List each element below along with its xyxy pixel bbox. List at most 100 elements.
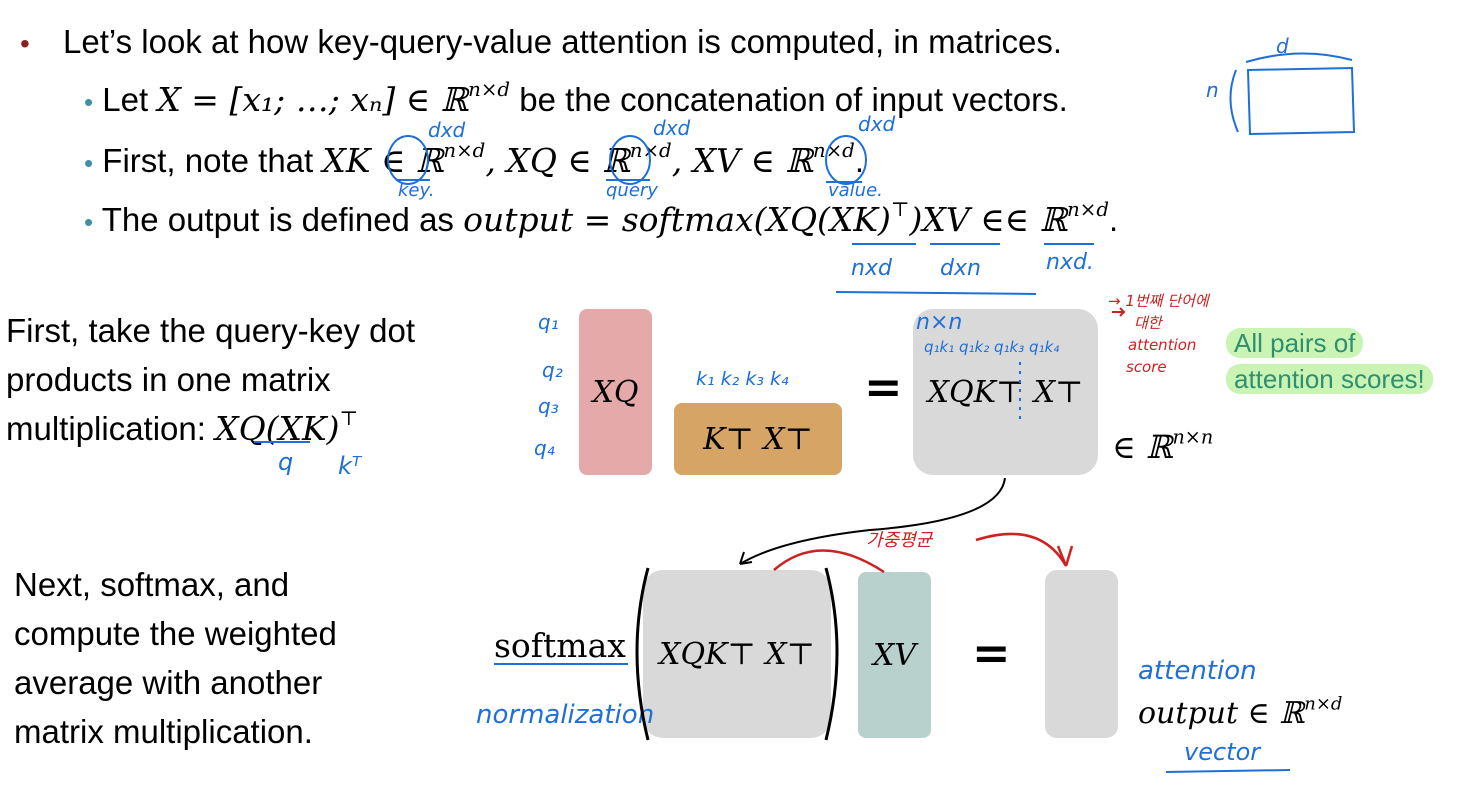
annotation-query: query	[606, 180, 658, 201]
sub-bullet-marker: •	[84, 87, 94, 117]
annotation-key: key.	[398, 180, 435, 201]
first-step-line-1: First, take the query-key dot	[6, 312, 416, 349]
attention-scores-callout: All pairs of attention scores!	[1226, 325, 1433, 397]
softmax-scores-matrix-label: XQK⊤ X⊤	[659, 636, 815, 672]
bullet-2-sup: n×d	[468, 78, 511, 102]
annotation-dxd-2: dxd	[653, 116, 691, 140]
bullet-4-end: .	[1108, 201, 1119, 238]
annotation-kt-under: kᵀ	[338, 452, 362, 480]
annotation-weighted-average: 가중평균	[866, 530, 933, 551]
bullet-marker: •	[20, 28, 30, 59]
annotation-d-top: d	[1276, 34, 1289, 58]
annotation-dxd-3: dxd	[858, 112, 896, 136]
annotation-vector: vector	[1184, 738, 1261, 766]
korean-note-line-4: score	[1126, 358, 1167, 376]
scores-dimension-text: ∈ ℝ	[1112, 428, 1173, 466]
xq-matrix-label: XQ	[592, 374, 639, 410]
red-arc-right	[975, 532, 1068, 567]
matrix-sketch-bracket-top	[1245, 52, 1353, 63]
annotation-nxn: n×n	[916, 310, 963, 335]
matrix-sketch	[1246, 66, 1356, 136]
annotation-q3: q₃	[538, 394, 559, 418]
bullet-1-text: Let’s look at how key-query-value attent…	[62, 23, 1063, 60]
bullet-2: • Let X = [x₁; …; xₙ] ∈ ℝn×d be the conc…	[84, 80, 1068, 122]
first-step-line-3-math: XQ(XK)	[215, 409, 340, 448]
xv-matrix-label: XV	[872, 637, 917, 673]
scores-dimension: ∈ ℝn×n	[1112, 428, 1213, 466]
softmax-label: softmax	[494, 626, 626, 665]
bullet-3-xv: , XV ∈ ℝ	[671, 141, 813, 180]
next-step-text: Next, softmax, and compute the weighted …	[14, 560, 337, 756]
sub-bullet-marker: •	[84, 148, 94, 178]
bullet-2-suffix: be the concatenation of input vectors.	[510, 81, 1068, 118]
next-step-line-1: Next, softmax, and	[14, 566, 290, 603]
red-arrow-head	[1056, 545, 1074, 567]
sub-bullet-marker: •	[84, 207, 94, 237]
bullet-3-sup-2: n×d	[629, 139, 672, 163]
first-step-line-3: multiplication: XQ(XK)⊤	[6, 404, 415, 453]
output-dimension: output ∈ ℝn×d	[1138, 693, 1343, 731]
bullet-4-math-2: )XV ∈∈ ℝ	[909, 200, 1067, 239]
equals-sign-bottom: =	[972, 626, 1011, 680]
bullet-4: • The output is defined as output = soft…	[84, 200, 1118, 242]
bullet-3-xq: , XQ ∈ ℝ	[485, 141, 630, 180]
korean-note-line-2: 대한	[1134, 314, 1162, 332]
bullet-3-sup-3: n×d	[812, 139, 855, 163]
annotation-q1: q₁	[538, 310, 559, 334]
annotation-attention: attention	[1138, 656, 1257, 686]
annotation-normalization: normalization	[476, 700, 655, 730]
bullet-3-end: .	[854, 142, 864, 179]
first-step-line-3-transpose: ⊤	[339, 407, 359, 431]
first-step-text: First, take the query-key dot products i…	[6, 306, 415, 453]
annotation-k-row: k₁ k₂ k₃ k₄	[696, 368, 789, 390]
bullet-3-prefix: First, note that	[102, 142, 323, 179]
xq-matrix: XQ	[579, 309, 652, 475]
annotation-n-side: n	[1206, 78, 1219, 102]
output-matrix	[1045, 570, 1118, 738]
first-step-line-2: products in one matrix	[6, 361, 331, 398]
matrix-sketch-bracket-left	[1229, 69, 1239, 133]
first-step-line-3-prefix: multiplication:	[6, 410, 216, 447]
scores-matrix-label: XQK⊤ X⊤	[927, 374, 1084, 410]
scores-dimension-sup: n×n	[1172, 425, 1214, 449]
output-dimension-sup: n×d	[1304, 693, 1343, 715]
bullet-4-prefix: The output is defined as	[101, 201, 464, 238]
xv-matrix: XV	[858, 572, 931, 738]
korean-note-line-1: → 1번째 단어에	[1108, 292, 1209, 310]
annotation-q4: q₄	[534, 436, 555, 460]
bullet-2-prefix: Let	[102, 81, 158, 118]
callout-line-1: All pairs of	[1226, 328, 1364, 358]
annotation-nxd: nxd	[851, 256, 892, 281]
annotation-value: value.	[828, 180, 883, 201]
output-dimension-text: output ∈ ℝ	[1138, 696, 1305, 731]
annotation-nxd-2: nxd.	[1046, 250, 1094, 275]
annotation-qk-row: q₁k₁ q₁k₂ q₁k₃ q₁k₄	[924, 338, 1060, 356]
kt-xt-matrix-label: K⊤ X⊤	[703, 421, 813, 457]
annotation-q2: q₂	[542, 358, 563, 382]
korean-note-line-3: attention	[1128, 336, 1197, 354]
callout-line-2: attention scores!	[1226, 364, 1433, 394]
underline-vector	[1165, 769, 1291, 773]
annotation-korean-note: → 1번째 단어에 대한 attention score	[1108, 290, 1209, 378]
red-arc-left	[773, 549, 885, 574]
scores-matrix: XQK⊤ X⊤	[913, 309, 1098, 475]
bullet-3: • First, note that XK ∈ ℝn×d, XQ ∈ ℝn×d,…	[84, 141, 864, 183]
underline-formula	[835, 291, 1037, 295]
bullet-3-sup-1: n×d	[443, 139, 486, 163]
bullet-3-xk: XK ∈ ℝ	[322, 141, 444, 180]
bullet-1: • Let’s look at how key-query-value atte…	[20, 22, 1062, 64]
bullet-4-sup: n×d	[1067, 198, 1109, 222]
next-step-line-2: compute the weighted	[14, 615, 337, 652]
equals-sign-top: =	[864, 360, 903, 414]
bullet-4-math: output = softmax(XQ(XK)	[463, 200, 891, 239]
kt-xt-matrix: K⊤ X⊤	[674, 403, 842, 475]
next-step-line-4: matrix multiplication.	[14, 713, 313, 750]
annotation-dxd-1: dxd	[428, 118, 466, 142]
bullet-2-math: X = [x₁; …; xₙ] ∈ ℝ	[157, 80, 469, 119]
annotation-dxn: dxn	[940, 256, 981, 281]
annotation-q-under: q	[278, 448, 294, 476]
softmax-scores-matrix: XQK⊤ X⊤	[643, 570, 831, 738]
next-step-line-3: average with another	[14, 664, 323, 701]
flow-arrow-head	[739, 551, 753, 565]
bullet-4-transpose: ⊤	[890, 198, 910, 222]
